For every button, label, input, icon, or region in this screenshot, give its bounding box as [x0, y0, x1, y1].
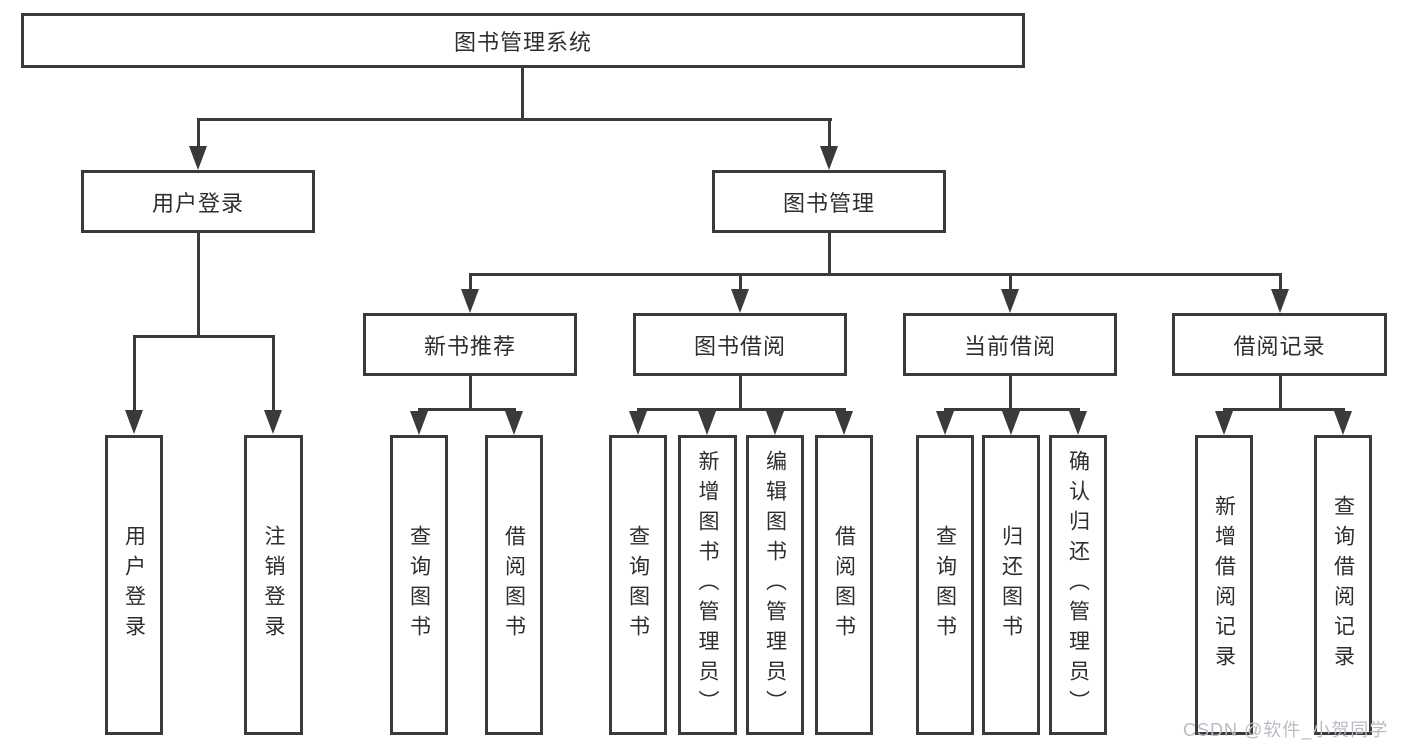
- connector-stub: [469, 273, 472, 291]
- node-query-books: 查询图书: [916, 435, 974, 735]
- node-query-books: 查询图书: [390, 435, 448, 735]
- connector-bar: [1223, 408, 1344, 411]
- node-label: 查询图书: [407, 525, 431, 645]
- node-label: 新增借阅记录: [1212, 495, 1236, 675]
- connector-stem: [1009, 374, 1012, 411]
- connector-stub: [739, 273, 742, 291]
- connector-stub: [133, 335, 136, 412]
- node-label: 借阅记录: [1233, 333, 1326, 359]
- node-label: 用户登录: [122, 525, 146, 645]
- arrowhead-down-icon: [125, 410, 143, 434]
- arrowhead-down-icon: [1002, 411, 1020, 435]
- node-label: 注销登录: [262, 525, 285, 645]
- connector-bar: [197, 118, 832, 121]
- node-label: 查询图书: [933, 525, 957, 645]
- arrowhead-down-icon: [936, 411, 954, 435]
- connector-stub: [1009, 273, 1012, 291]
- node-add-borrow-record: 新增借阅记录: [1195, 435, 1253, 735]
- node-label: 图书借阅: [693, 333, 786, 359]
- connector-stub: [272, 335, 275, 412]
- node-label: 用户登录: [151, 190, 244, 216]
- arrowhead-down-icon: [1271, 289, 1289, 313]
- node-label: 编辑图书（管理员）: [763, 450, 787, 720]
- connector-stem: [197, 233, 200, 338]
- node-label: 查询借阅记录: [1331, 495, 1355, 675]
- node-label: 当前借阅: [963, 333, 1056, 359]
- node-label: 新增图书（管理员）: [696, 450, 719, 720]
- node-label: 借阅图书: [502, 525, 526, 645]
- arrowhead-down-icon: [835, 411, 853, 435]
- connector-stem: [521, 68, 524, 121]
- connector-stem: [828, 233, 831, 276]
- node-label: 借阅图书: [832, 525, 856, 645]
- node-new-book-recommend: 新书推荐: [363, 313, 577, 376]
- arrowhead-down-icon: [629, 411, 647, 435]
- connector-stub: [197, 118, 200, 148]
- node-label: 归还图书: [999, 525, 1023, 645]
- connector-stem: [739, 374, 742, 411]
- node-borrowing-records: 借阅记录: [1172, 313, 1387, 376]
- node-current-borrowing: 当前借阅: [903, 313, 1117, 376]
- connector-bar: [469, 273, 1282, 276]
- node-return-books: 归还图书: [982, 435, 1040, 735]
- connector-bar: [637, 408, 845, 411]
- node-book-borrowing: 图书借阅: [633, 313, 847, 376]
- node-borrow-books: 借阅图书: [815, 435, 873, 735]
- watermark: CSDN @软件_小贺同学: [1183, 720, 1389, 740]
- arrowhead-down-icon: [820, 146, 838, 170]
- node-library-system: 图书管理系统: [21, 13, 1025, 68]
- node-borrow-books: 借阅图书: [485, 435, 543, 735]
- node-label: 新书推荐: [423, 333, 516, 359]
- connector-stem: [1279, 374, 1282, 411]
- node-query-borrow-record: 查询借阅记录: [1314, 435, 1372, 735]
- arrowhead-down-icon: [505, 411, 523, 435]
- node-query-books: 查询图书: [609, 435, 667, 735]
- node-edit-books-admin: 编辑图书（管理员）: [746, 435, 804, 735]
- connector-stub: [828, 118, 831, 148]
- node-label: 确认归还（管理员）: [1066, 450, 1090, 720]
- arrowhead-down-icon: [1001, 289, 1019, 313]
- arrowhead-down-icon: [766, 411, 784, 435]
- arrowhead-down-icon: [731, 289, 749, 313]
- arrowhead-down-icon: [1069, 411, 1087, 435]
- node-book-management: 图书管理: [712, 170, 946, 233]
- connector-bar: [418, 408, 515, 411]
- node-user-login-module: 用户登录: [81, 170, 315, 233]
- node-label: 图书管理: [782, 190, 875, 216]
- node-label: 图书管理系统: [453, 29, 592, 55]
- connector-stub: [1279, 273, 1282, 291]
- node-label: 查询图书: [626, 525, 650, 645]
- node-add-books-admin: 新增图书（管理员）: [678, 435, 737, 735]
- connector-bar: [133, 335, 275, 338]
- node-user-login-action: 用户登录: [105, 435, 163, 735]
- arrowhead-down-icon: [410, 411, 428, 435]
- connector-stem: [469, 374, 472, 411]
- node-logout-action: 注销登录: [244, 435, 303, 735]
- arrowhead-down-icon: [461, 289, 479, 313]
- arrowhead-down-icon: [264, 410, 282, 434]
- node-confirm-return-admin: 确认归还（管理员）: [1049, 435, 1107, 735]
- arrowhead-down-icon: [698, 411, 716, 435]
- arrowhead-down-icon: [1215, 411, 1233, 435]
- arrowhead-down-icon: [189, 146, 207, 170]
- arrowhead-down-icon: [1334, 411, 1352, 435]
